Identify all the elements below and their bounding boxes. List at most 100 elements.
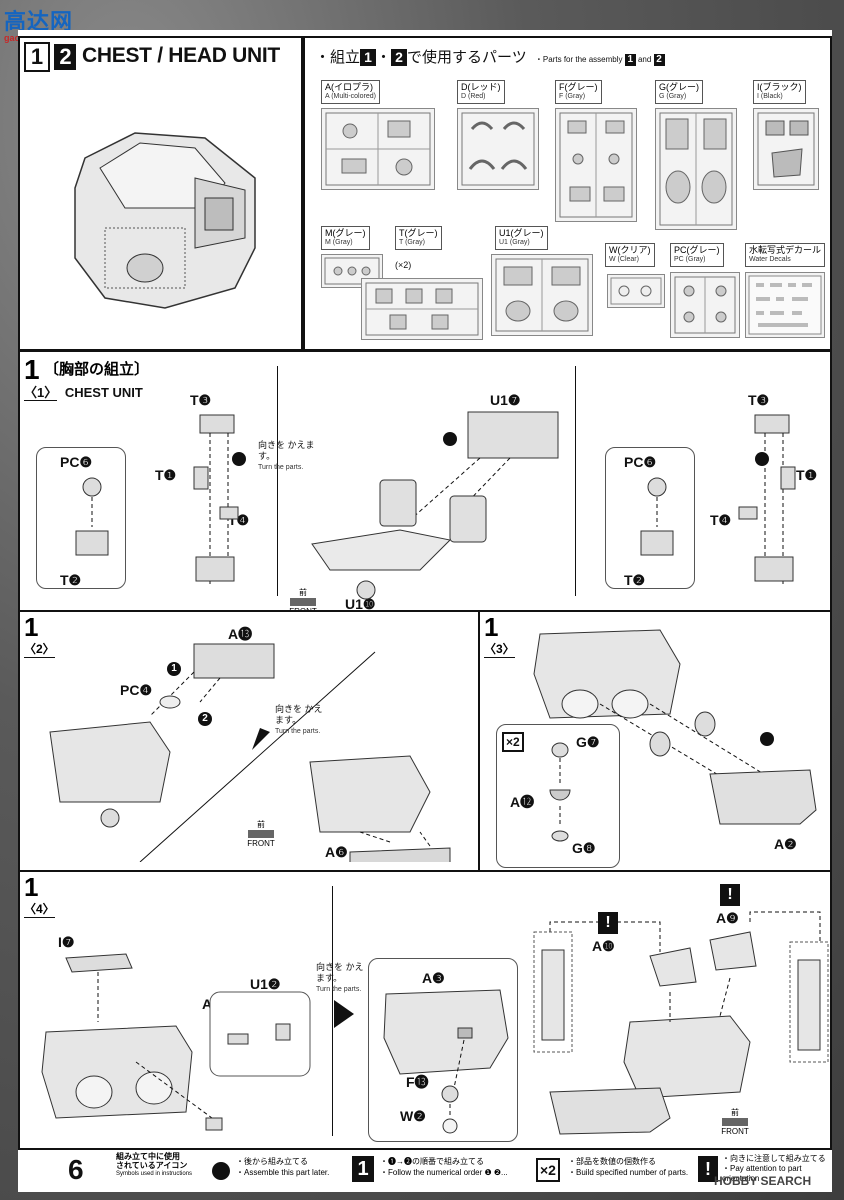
label-t4-right: T❹ xyxy=(710,512,732,528)
label-a12: A⓬ xyxy=(510,794,535,810)
runner-decal-sheet xyxy=(748,275,822,335)
subassembly-left-illustration xyxy=(75,414,239,587)
part-card-t: T(グレー) T (Gray) xyxy=(395,226,442,250)
legend-title-2: されているアイコン xyxy=(116,1161,188,1170)
warn-badge-a9: ! xyxy=(720,884,740,906)
runner-a-sprue xyxy=(325,112,431,186)
part-m-en: M (Gray) xyxy=(325,239,353,246)
legend-warn-en: ・Pay attention to part orientation xyxy=(722,1164,802,1183)
legend-mult-en: ・Build specified number of parts. xyxy=(568,1168,689,1177)
part-t-ja: T(グレー) xyxy=(399,228,438,238)
assemble-later-icon xyxy=(232,452,246,466)
part-card-a: A(イロプラ) A (Multi-colored) xyxy=(321,80,380,104)
callout-box-left xyxy=(36,447,126,589)
label-t2-left: T❷ xyxy=(60,572,82,588)
part-i-en: I (Black) xyxy=(757,93,783,100)
part-t-en: T (Gray) xyxy=(399,239,425,246)
label-a13: A⓭ xyxy=(228,626,253,642)
step-badges: 1 2 xyxy=(24,42,77,72)
label-a6: A❻ xyxy=(325,844,348,860)
order-badge-2: 2 xyxy=(198,712,212,726)
part-card-m: M(グレー) M (Gray) xyxy=(321,226,370,250)
turn-note-mid: 向きを かえます。 Turn the parts. xyxy=(258,440,316,473)
runner-d-sprue xyxy=(461,112,535,186)
parts-heading-en-and: and xyxy=(637,55,652,64)
runner-pc xyxy=(670,272,740,338)
legend-mult-ja: ・部品を数値の個数作る xyxy=(568,1157,656,1166)
turn-note-mid-ja: 向きを かえます。 xyxy=(258,440,315,461)
turn-note-2: 向きを かえます。 Turn the parts. xyxy=(275,704,325,737)
runner-u1 xyxy=(491,254,593,336)
callout-box-3 xyxy=(496,724,620,868)
runner-decal xyxy=(745,272,825,338)
part-decal-en: Water Decals xyxy=(749,256,791,263)
part-u1-ja: U1(グレー) xyxy=(499,228,544,238)
step-1-2-subnum: 〈2〉 xyxy=(24,642,55,658)
step-1-1-sub: 〈1〉 CHEST UNIT xyxy=(24,382,143,401)
part-card-u1: U1(グレー) U1 (Gray) xyxy=(495,226,548,250)
part-card-f: F(グレー) F (Gray) xyxy=(555,80,602,104)
runner-w xyxy=(607,274,665,308)
legend-later-ja: ・後から組み立てる xyxy=(236,1157,308,1166)
step-1-3-subnum: 〈3〉 xyxy=(484,642,515,658)
page-number: 6 xyxy=(68,1154,84,1185)
label-a2: A❷ xyxy=(774,836,797,852)
legend-order-ja: ・❶→❷の順番で組み立てる xyxy=(380,1157,484,1166)
runner-d xyxy=(457,108,539,190)
runner-pc-sprue xyxy=(674,276,736,334)
label-t1-right: T❶ xyxy=(796,467,818,483)
part-g-en: G (Gray) xyxy=(659,93,687,100)
label-t3-left: T❸ xyxy=(190,392,212,408)
part-f-ja: F(グレー) xyxy=(559,82,598,92)
part-f-en: F (Gray) xyxy=(559,93,586,100)
legend-later-en: ・Assemble this part later. xyxy=(236,1168,330,1177)
part-decal-ja: 水転写式デカール xyxy=(749,245,822,255)
step-1-1-panel: 1 〔胸部の組立〕 〈1〉 CHEST UNIT T❸ PC❻ T❶ T❹ T❷ xyxy=(18,350,832,616)
legend-item-warn: ・向きに注意して組み立てる ・Pay attention to part ori… xyxy=(722,1154,832,1184)
parts-heading-en-box1: 1 xyxy=(624,54,636,66)
label-pcc-left: PC❻ xyxy=(60,454,92,470)
arrow-4 xyxy=(334,1000,354,1028)
chest-frame-illustration xyxy=(311,411,559,600)
step-badge-1: 1 xyxy=(24,42,50,72)
step-1-3-num: 1 xyxy=(484,612,499,642)
watermark-title: 高达网 xyxy=(4,9,74,34)
part-pc-en: PC (Gray) xyxy=(674,256,706,263)
legend-order-icon: 1 xyxy=(352,1156,374,1182)
front-marker-4: 前 FRONT xyxy=(720,1108,750,1136)
turn-note-mid-en: Turn the parts. xyxy=(258,464,304,471)
label-a9: A❾ xyxy=(716,910,739,926)
runner-m-sprue xyxy=(324,257,380,285)
part-card-i: I(ブラック) I (Black) xyxy=(753,80,806,104)
parts-heading-prefix: 組立 xyxy=(330,49,361,66)
step-1-4-num: 1 xyxy=(24,872,39,902)
parts-heading-en-prefix: ・Parts for the assembly xyxy=(534,55,623,64)
step-1-2-panel: 1 〈2〉 A⓭ PC❹ A❻ 1 2 向きを かえます。 Turn the p… xyxy=(18,610,480,872)
eye-assembly-illustration xyxy=(549,742,571,842)
step-1-4-subnum: 〈4〉 xyxy=(24,902,55,918)
runner-g-sprue xyxy=(659,112,733,226)
legend-item-mult: ・部品を数値の個数作る ・Build specified number of p… xyxy=(568,1156,688,1178)
part-w-ja: W(クリア) xyxy=(609,245,651,255)
legend-item-order: ・❶→❷の順番で組み立てる ・Follow the numerical orde… xyxy=(380,1156,508,1178)
step-1-1-title: 〔胸部の組立〕 xyxy=(44,361,150,378)
part-g-ja: G(グレー) xyxy=(659,82,699,92)
step-1-1-head: 1 〔胸部の組立〕 xyxy=(24,354,149,386)
label-t1-left: T❶ xyxy=(155,467,177,483)
front-marker-2: 前 FRONT xyxy=(246,820,276,848)
part-card-d: D(レッド) D (Red) xyxy=(457,80,505,104)
step-1-1-num: 1 xyxy=(24,354,40,385)
label-a10: A❿ xyxy=(592,938,615,954)
label-u1-7: U1❼ xyxy=(490,392,521,408)
turn-note-4-en: Turn the parts. xyxy=(316,986,362,993)
part-card-pc: PC(グレー) PC (Gray) xyxy=(670,243,724,267)
runner-m xyxy=(321,254,383,288)
legend-warn-icon: ! xyxy=(698,1156,718,1182)
label-g8: G❽ xyxy=(572,840,596,856)
part-card-w: W(クリア) W (Clear) xyxy=(605,243,655,267)
label-f13: F⓭ xyxy=(406,1074,429,1090)
label-t2-right: T❷ xyxy=(624,572,646,588)
legend-title-1: 組み立て中に使用 xyxy=(116,1152,180,1161)
